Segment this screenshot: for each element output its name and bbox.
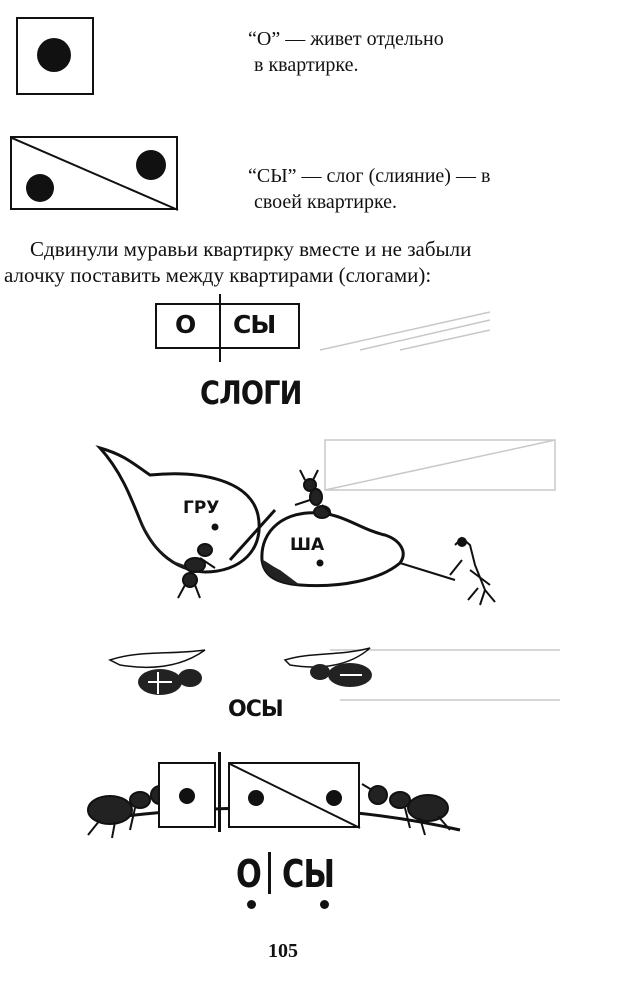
left-pear-shape <box>95 445 261 574</box>
instruction-paragraph: Сдвинули муравьи квартирку вместе и не з… <box>4 236 634 288</box>
left-wasp <box>108 649 206 695</box>
syllable-dot-left <box>26 174 54 202</box>
bottom-syllable-diagonal <box>230 764 361 829</box>
right-wasp <box>283 647 372 687</box>
page-number: 105 <box>268 940 298 962</box>
bottom-word-syllable: СЫ <box>282 852 335 896</box>
syllable-caption-line2: своей квартирке. <box>254 191 398 213</box>
bottom-word-vowel-dot <box>247 900 256 909</box>
syllable-dot-right <box>136 150 166 180</box>
bottom-divider <box>218 752 221 832</box>
syllables-title: СЛОГИ <box>200 374 302 412</box>
bottom-vowel-box <box>158 762 216 828</box>
syllable-caption: “СЫ” — слог (слияние) — в своей квартирк… <box>248 163 608 215</box>
bottom-word-syllable-dot <box>320 900 329 909</box>
bottom-vowel-dot <box>179 788 195 804</box>
syllable-box-diagonal <box>12 138 179 211</box>
bottom-syllable-dot-right <box>326 790 342 806</box>
vowel-caption-line2: в квартирке. <box>254 54 359 76</box>
vowel-caption-line1: “О” — живет отдельно <box>248 28 444 50</box>
wasps-label: ОСЫ <box>228 697 284 722</box>
bottom-word-vowel: О <box>236 852 262 896</box>
syllable-caption-line1: “СЫ” — слог (слияние) — в <box>248 165 491 187</box>
instruction-line1: Сдвинули муравьи квартирку вместе и не з… <box>30 237 472 261</box>
bottom-syllable-dot-left <box>248 790 264 806</box>
scheme-cell-syllable: СЫ <box>233 310 276 339</box>
vowel-box <box>16 17 94 95</box>
right-pear-label: ША <box>290 535 325 555</box>
syllable-box <box>10 136 179 211</box>
vowel-caption: “О” — живет отдельно в квартирке. <box>248 26 548 78</box>
bottom-syllable-box <box>228 762 361 829</box>
syllable-scheme: О СЫ <box>155 303 300 349</box>
bottom-word-divider <box>268 852 271 894</box>
scheme-cell-vowel: О <box>175 310 196 339</box>
left-pear-label: ГРУ <box>183 498 220 518</box>
scheme-divider <box>219 294 221 362</box>
instruction-line2: алочку поставить между квартирами (слога… <box>4 263 432 287</box>
vowel-dot <box>37 38 71 72</box>
